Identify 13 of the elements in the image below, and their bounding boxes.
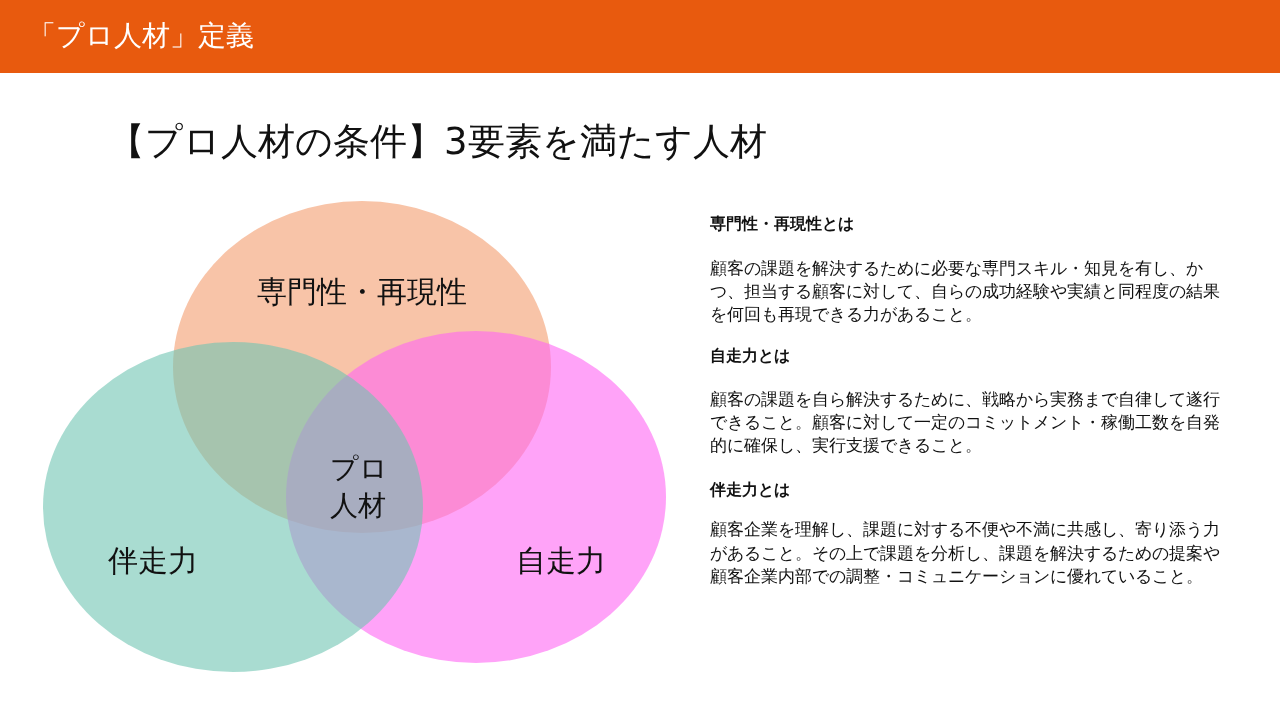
definition-heading: 伴走力とは [710,479,790,501]
circle-label: 自走力 [516,542,606,580]
definition-heading: 自走力とは [710,345,790,367]
definition-text: 顧客企業を理解し、課題に対する不便や不満に共感し、寄り添う力があること。その上で課題を分析し、課題を解決するための提案や顧客企業内部での調整・コミュニケーションに優れていること。 [710,519,1221,588]
center-label: プロ人材 [330,451,389,524]
circle-label: 専門性・再現性 [257,273,467,311]
definition-heading: 専門性・再現性とは [710,213,854,235]
circle-label: 伴走力 [108,542,198,580]
slide-title: 「プロ人材」定義 [28,18,254,54]
venn-circle [43,342,423,672]
definition-text: 顧客の課題を自ら解決するために、戦略から実務まで自律して遂行できること。顧客に対して一定のコミットメント・稼働工数を自発的に確保し、実行支援できること。 [710,389,1221,457]
slide-heading: 【プロ人材の条件】3要素を満たす人材 [108,119,767,165]
definition-text: 顧客の課題を解決するために必要な専門スキル・知見を有し、かつ、担当する顧客に対して、自らの成功経験や実績と同程度の結果を何回も再現できる力があること。 [710,258,1221,326]
